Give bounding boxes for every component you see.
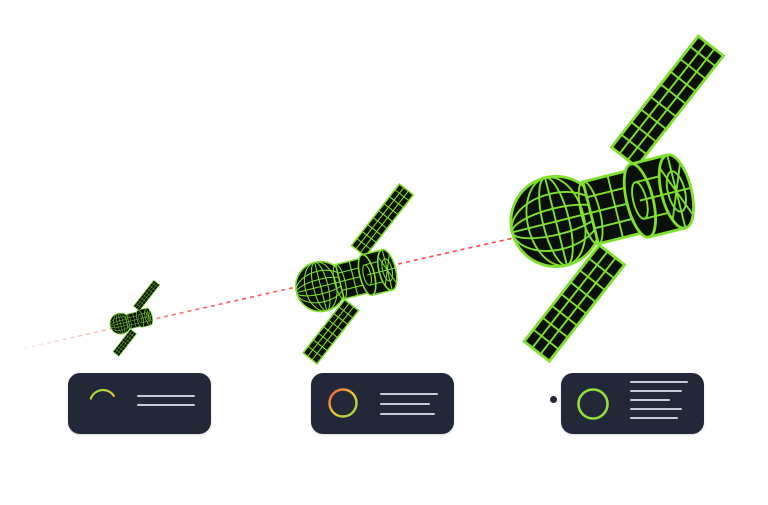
pointer-dot <box>550 396 557 403</box>
satellite-large-icon <box>499 34 725 363</box>
trajectory-line <box>7 231 541 353</box>
text-line <box>630 417 678 419</box>
text-line <box>630 408 682 410</box>
satellite-medium-icon <box>289 183 415 365</box>
progress-ring-icon <box>577 388 609 420</box>
text-line <box>630 390 682 392</box>
text-line <box>380 393 438 395</box>
progress-ring-icon <box>328 388 358 418</box>
status-card-1[interactable] <box>68 373 211 434</box>
text-line <box>630 399 670 401</box>
text-line <box>380 403 430 405</box>
text-line <box>380 413 435 415</box>
progress-ring-icon <box>88 388 118 418</box>
satellite-small-icon <box>107 279 161 357</box>
text-line <box>137 395 195 397</box>
status-card-3[interactable] <box>561 373 704 434</box>
text-line <box>630 381 688 383</box>
text-line <box>137 404 195 406</box>
status-card-2[interactable] <box>311 373 454 434</box>
